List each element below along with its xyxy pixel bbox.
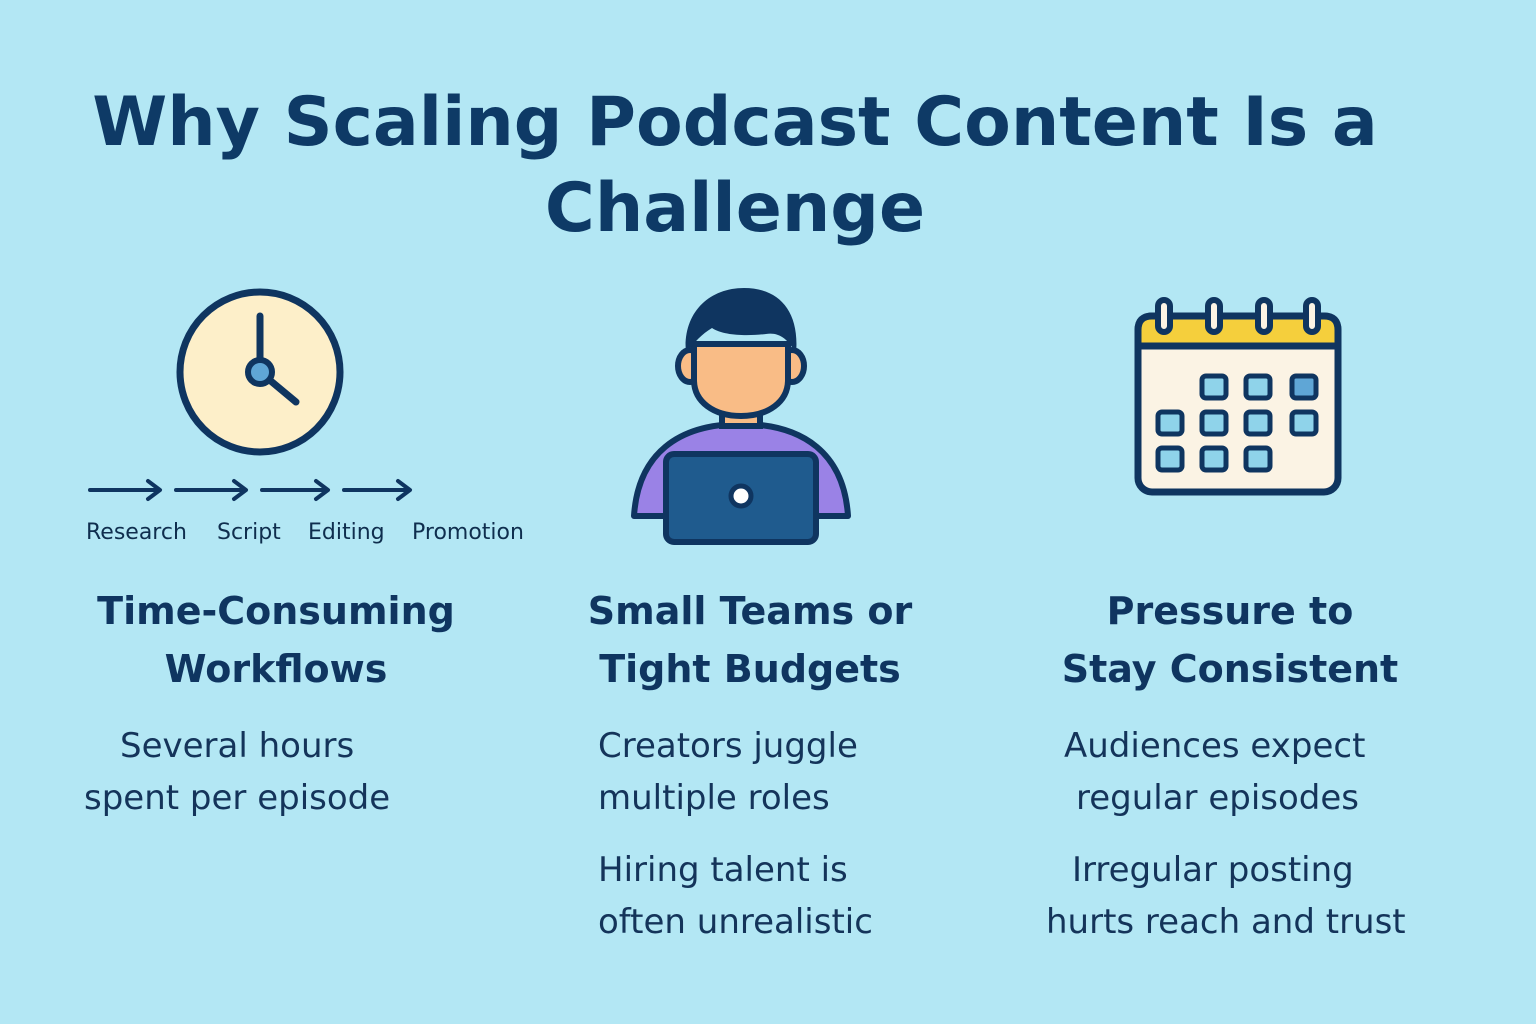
calendar-icon — [1134, 297, 1342, 496]
teams-text-2: Hiring talent is often unrealistic — [598, 844, 873, 948]
clock-icon — [176, 288, 344, 456]
workflow-step-promotion: Promotion — [412, 520, 524, 545]
consistency-heading-line-2: Stay Consistent — [1061, 647, 1399, 691]
teams-heading: Small Teams or Tight Budgets — [540, 582, 960, 698]
workflow-step-script: Script — [217, 520, 281, 545]
teams-heading-line-1: Small Teams or — [587, 589, 913, 633]
workflow-text-line-1: Several hours — [120, 726, 355, 766]
workflow-step-research: Research — [86, 520, 187, 545]
workflow-heading-line-1: Time-Consuming — [97, 589, 455, 633]
consistency-text-2-line-1: Irregular posting — [1072, 850, 1354, 890]
workflow-arrows — [88, 479, 412, 501]
teams-text-2-line-1: Hiring talent is — [598, 850, 848, 890]
workflow-text: Several hours spent per episode — [84, 720, 390, 824]
teams-text-2-line-2: often unrealistic — [598, 902, 873, 942]
teams-text-1: Creators juggle multiple roles — [598, 720, 858, 824]
consistency-text-2-line-2: hurts reach and trust — [1046, 902, 1406, 942]
title-line-2: Challenge — [544, 169, 926, 248]
page-title: Why Scaling Podcast Content Is a Challen… — [0, 80, 1470, 252]
person-laptop-icon — [631, 288, 851, 545]
workflow-heading-line-2: Workflows — [164, 647, 388, 691]
consistency-text-2: Irregular posting hurts reach and trust — [1046, 844, 1406, 948]
teams-heading-line-2: Tight Budgets — [599, 647, 901, 691]
consistency-heading: Pressure to Stay Consistent — [1020, 582, 1440, 698]
consistency-heading-line-1: Pressure to — [1106, 589, 1354, 633]
consistency-text-1-line-2: regular episodes — [1076, 778, 1360, 818]
consistency-text-1-line-1: Audiences expect — [1064, 726, 1366, 766]
workflow-step-editing: Editing — [308, 520, 385, 545]
teams-text-1-line-1: Creators juggle — [598, 726, 858, 766]
workflow-text-line-2: spent per episode — [84, 778, 391, 818]
title-line-1: Why Scaling Podcast Content Is a — [92, 83, 1378, 162]
teams-text-1-line-2: multiple roles — [598, 778, 830, 818]
workflow-heading: Time-Consuming Workflows — [66, 582, 486, 698]
consistency-text-1: Audiences expect regular episodes — [1064, 720, 1365, 824]
